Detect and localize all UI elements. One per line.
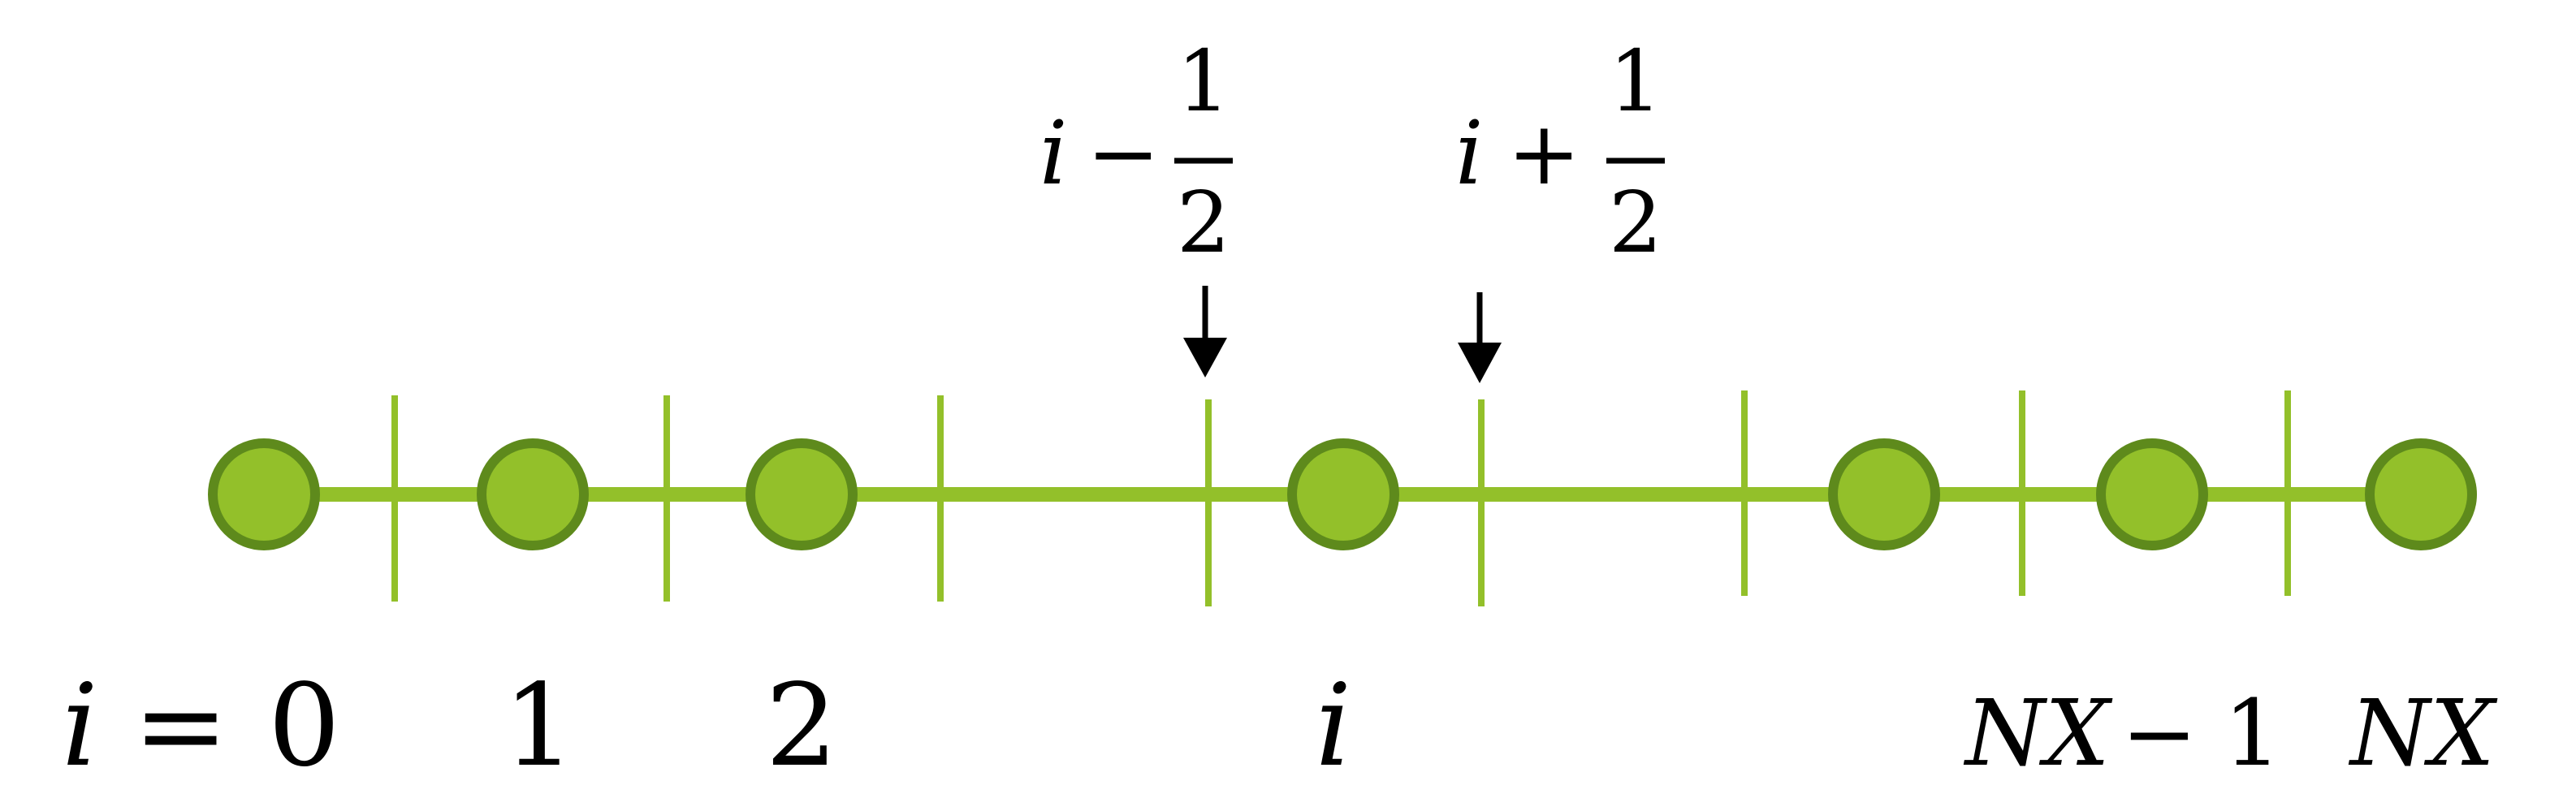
half-left-den: 2 [1177, 173, 1230, 272]
half-left-num: 1 [1177, 32, 1230, 131]
half-right-var: i [1455, 103, 1484, 205]
label-nx-minus-1-var: NX [1963, 681, 2113, 787]
grid-node-nx-minus-2 [1828, 438, 1940, 550]
label-one: 1 [503, 660, 575, 792]
half-right-num: 1 [1609, 32, 1662, 131]
label-equals: = [133, 660, 228, 792]
grid-node-i [1287, 438, 1399, 550]
grid-node-nx [2365, 438, 2477, 550]
cell-face-ticks [391, 390, 2291, 606]
grid-nodes [208, 438, 2477, 550]
down-arrow-right [1458, 292, 1502, 383]
half-left-var: i [1039, 103, 1068, 205]
label-two: 2 [765, 660, 837, 792]
half-right-den: 2 [1609, 173, 1662, 272]
label-zero: 0 [268, 660, 340, 792]
down-arrow-left [1183, 286, 1227, 377]
label-nx-minus-1-one: 1 [2224, 681, 2281, 787]
label-i-minus-half: i − 1 2 [1039, 32, 1233, 272]
grid-node-0 [208, 438, 320, 550]
label-i-first: i [62, 660, 98, 792]
half-index-arrows [1183, 286, 1502, 383]
label-nx-minus-1-op: − [2121, 681, 2198, 787]
grid-node-2 [746, 438, 858, 550]
half-left-op: − [1087, 103, 1160, 205]
grid-node-1 [477, 438, 589, 550]
node-index-labels: i = 0 1 2 i NX − 1 NX [62, 660, 2498, 792]
label-i-middle: i [1316, 660, 1352, 792]
grid-node-nx-minus-1 [2096, 438, 2208, 550]
label-i-plus-half: i + 1 2 [1455, 32, 1665, 272]
half-right-op: + [1507, 103, 1581, 205]
label-nx: NX [2348, 681, 2498, 787]
